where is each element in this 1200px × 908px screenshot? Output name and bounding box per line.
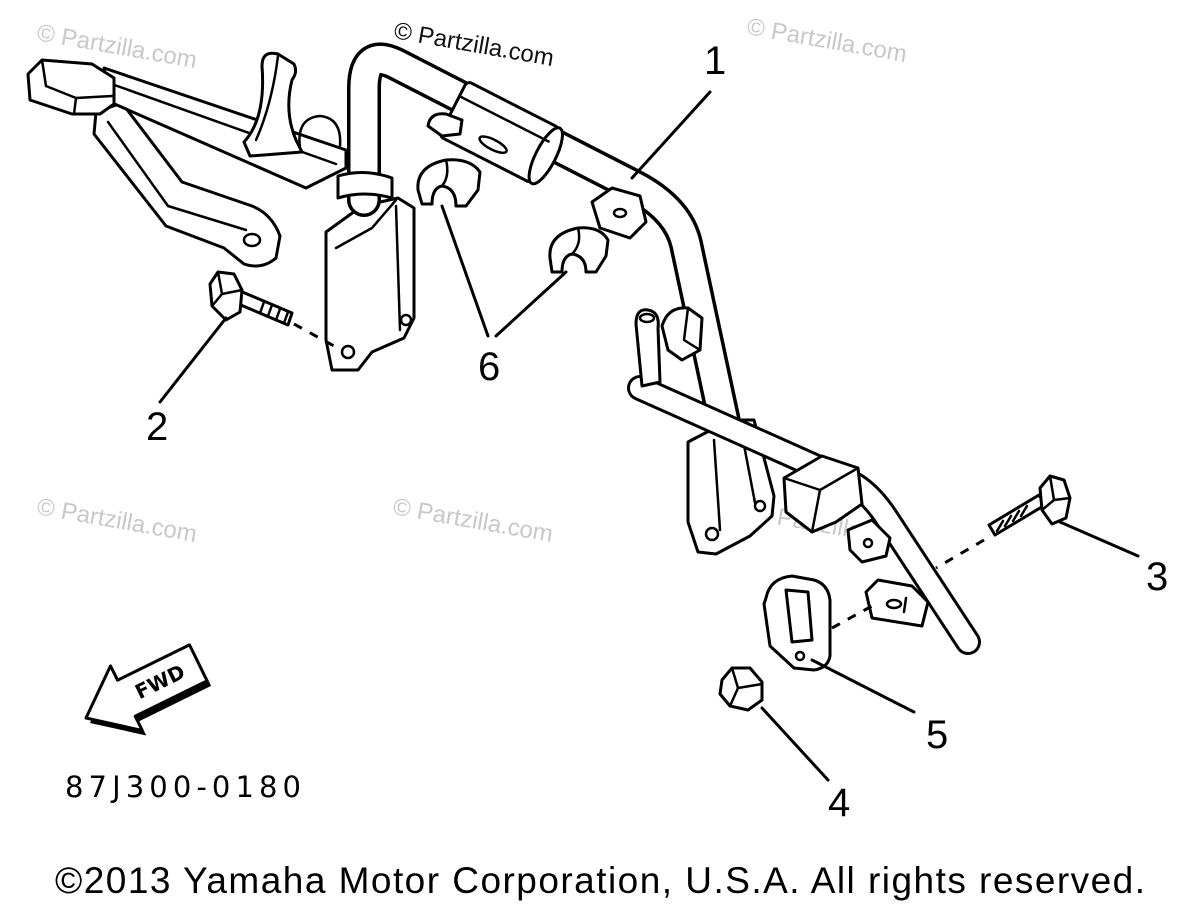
center-plate-hole	[340, 344, 356, 360]
main-frame-part-1	[26, 42, 981, 655]
upper-bracket-bend-line	[682, 306, 702, 352]
brace-mounting-hole	[242, 232, 262, 248]
leader-line-part-6	[440, 204, 490, 338]
assembly-line-part-3	[935, 538, 985, 570]
watermark: © Partzilla.com	[35, 493, 199, 548]
lower-rail-mount-tab	[864, 578, 930, 628]
clip-saddle-edge	[570, 226, 581, 256]
bolt-shank	[234, 289, 294, 327]
brace-edge-line	[106, 120, 248, 232]
lower-plate-hole	[753, 499, 767, 513]
rail-hoop-clip	[298, 114, 342, 150]
clip-saddle	[416, 158, 482, 208]
clip-saddle	[548, 226, 610, 274]
drawing-code: 87J300-0180	[65, 770, 301, 804]
lower-plate-hole	[704, 526, 720, 542]
lower-rail-tab	[846, 518, 892, 564]
copyright-notice: ©2013 Yamaha Motor Corporation, U.S.A. A…	[55, 860, 1145, 901]
left-end-bracket	[26, 58, 116, 116]
callout-part-3: 3	[1146, 555, 1168, 599]
main-tube-fill	[350, 46, 750, 492]
leader-line-part-4	[760, 706, 830, 782]
bolt-part-3	[987, 474, 1072, 537]
center-plate-bend-line	[334, 198, 398, 250]
leader-line-part-1	[630, 90, 712, 180]
main-tube	[347, 42, 753, 495]
peg-body	[634, 308, 662, 388]
lower-rail-block	[782, 454, 864, 534]
forward-arrow-body	[84, 643, 209, 732]
forward-arrow-icon: FWD	[84, 643, 212, 736]
callout-part-6: 6	[478, 345, 500, 389]
hook-bracket-curve-line	[254, 54, 280, 142]
clamp-block-slot	[478, 135, 508, 155]
clip-part-6	[548, 226, 610, 274]
callout-part-5: 5	[926, 713, 948, 757]
watermark: © Partzilla.com	[745, 13, 909, 68]
callout-part-2: 2	[146, 405, 168, 449]
rail-tab-hole	[862, 537, 874, 549]
bolt-thread	[995, 504, 1029, 533]
lower-rail-peg	[634, 308, 662, 388]
lower-rail-upper-bracket	[660, 306, 704, 362]
tube-side-bracket	[590, 186, 648, 240]
nut-hex	[718, 666, 764, 712]
clip-saddle-edge	[440, 158, 449, 188]
bracket-slot	[784, 588, 814, 644]
bolt-head-face	[210, 270, 244, 308]
hook-bracket-outline	[242, 51, 304, 158]
left-end-bracket-bend-line	[40, 58, 114, 100]
rail-block-edge-line	[810, 488, 822, 534]
side-bracket-hole	[612, 207, 628, 219]
rail-block-outline	[782, 454, 864, 534]
upright-hook-bracket	[242, 51, 304, 158]
watermark: © Partzilla.com	[391, 493, 555, 548]
assembly-line-part-2	[293, 322, 335, 348]
center-plate-hole	[399, 313, 413, 327]
leader-line-part-6	[494, 270, 568, 338]
bolt-head-face	[1040, 474, 1072, 512]
bracket-hole	[794, 650, 806, 662]
left-lower-brace	[92, 101, 282, 268]
left-end-bracket-plate	[26, 58, 116, 116]
mount-tab-mark	[902, 596, 908, 614]
center-plate-outline	[324, 196, 416, 372]
bolt-part-2	[208, 270, 294, 327]
leader-line-part-5	[810, 658, 916, 714]
bolt-hex-head	[208, 270, 244, 322]
bracket-part-5	[762, 574, 832, 672]
callout-part-1: 1	[704, 39, 726, 83]
assembly-line-part-5	[831, 604, 873, 630]
tube-top-tab	[426, 112, 464, 138]
leader-line-part-3	[1058, 520, 1140, 558]
leader-line-part-2	[158, 316, 228, 404]
nut-face	[728, 666, 764, 708]
upper-bracket-outline	[660, 306, 704, 362]
left-end-bracket-edge-line	[72, 96, 78, 116]
tube-clamp-block	[439, 81, 564, 186]
bolt-thread	[258, 300, 290, 325]
clip-part-6	[416, 158, 482, 208]
lower-plate-line	[712, 438, 722, 532]
clamp-block-edge-line	[458, 94, 550, 143]
mount-tab-slot	[885, 598, 903, 610]
lower-mount-plate	[686, 418, 776, 556]
callout-part-4: 4	[828, 781, 850, 825]
center-mount-plate	[324, 196, 416, 372]
peg-top	[638, 312, 656, 324]
collar-band	[336, 171, 394, 200]
center-plate-rod-line	[394, 204, 402, 332]
left-leg-collar	[298, 114, 394, 200]
nut-part-4	[718, 666, 764, 712]
clamp-block-end	[527, 126, 564, 186]
